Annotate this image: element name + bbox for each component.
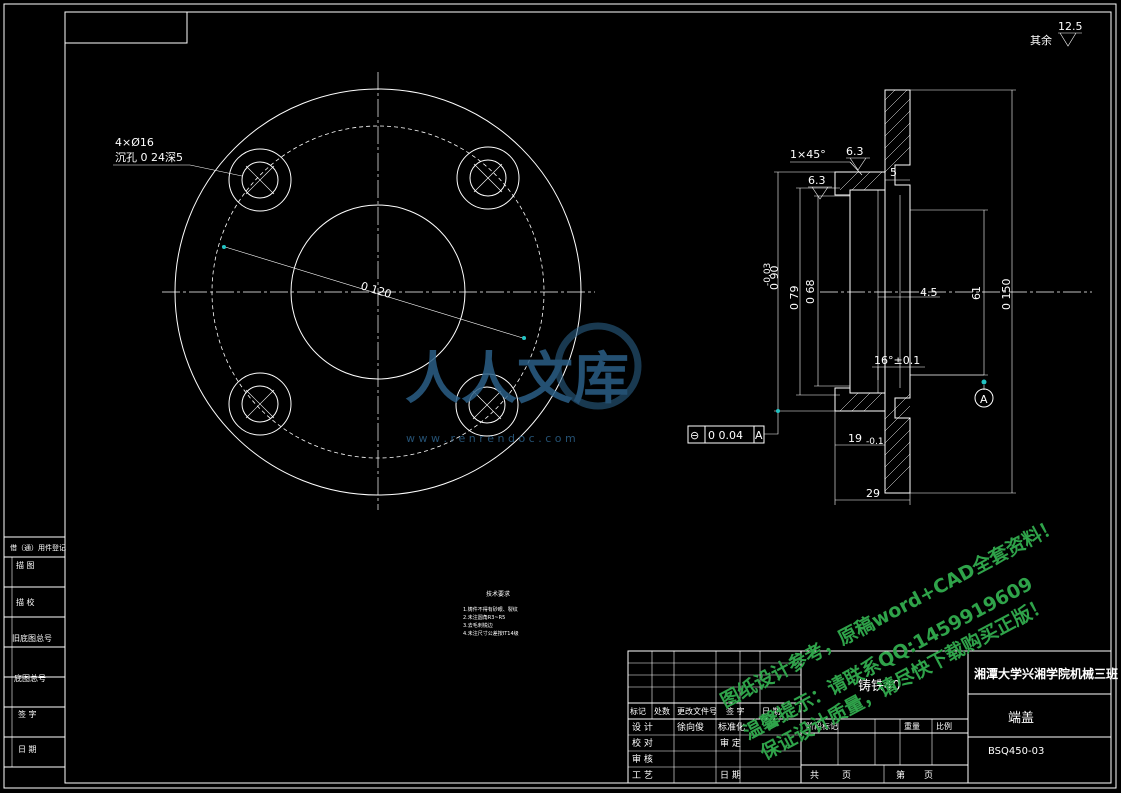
rough-top: 6.3 xyxy=(846,145,864,158)
tolerance-datum: A xyxy=(755,429,763,442)
spigot-top xyxy=(834,171,886,196)
pcd-arrow-right xyxy=(522,336,526,340)
bore-circle xyxy=(290,204,466,380)
designer-label: 设 计 xyxy=(632,721,653,733)
tech-item-2: 2.未注圆角R3~R5 xyxy=(463,614,505,621)
bolt-hole-tr xyxy=(456,146,520,210)
stage-label: 阶段标记 xyxy=(806,721,838,731)
bolt-hole-br xyxy=(455,373,519,437)
process-label: 工 艺 xyxy=(632,770,653,781)
school-name: 湘潭大学兴湘学院机械三班 xyxy=(974,666,1118,681)
part-name: 端盖 xyxy=(1008,711,1034,726)
row-label-3: 签 字 xyxy=(726,706,745,716)
title-block: 标记 处数 更改文件号 签 字 日 期 设 计 徐向俊 标准化 校 对 审 定 … xyxy=(627,650,1118,784)
strip-3: 旧底图总号 xyxy=(12,633,52,643)
top-left-box xyxy=(64,11,188,44)
datum-circle xyxy=(974,388,994,408)
bolt-circle xyxy=(211,125,545,459)
total-label: 共 xyxy=(810,770,819,781)
approve-label: 审 定 xyxy=(720,737,741,749)
dim-90-tol: -0.03 xyxy=(763,263,773,286)
date-label: 日 期 xyxy=(720,770,741,781)
hole-leader xyxy=(189,164,243,177)
sheet-unit: 页 xyxy=(924,770,933,781)
check-label: 校 对 xyxy=(632,737,653,749)
dim-19-tol: -0.1 xyxy=(866,437,884,447)
pcd-dim-line xyxy=(221,245,527,340)
drawing-number: BSQ450-03 xyxy=(988,746,1044,757)
dim-68: 0 68 xyxy=(804,280,817,305)
bolt-hole-tl xyxy=(228,148,292,212)
watermark-logo-text: 人人文库 xyxy=(405,347,629,412)
rough-left: 6.3 xyxy=(808,174,826,187)
row-label-0: 标记 xyxy=(630,706,646,716)
dim-79: 0 79 xyxy=(788,286,801,311)
tolerance-frame xyxy=(687,425,765,444)
spigot-bottom xyxy=(834,387,886,412)
chamfer-label: 1×45° xyxy=(790,148,826,161)
strip-0: 借（通）用件登记 xyxy=(10,543,66,552)
pcd-label: 0 120 xyxy=(359,279,393,301)
material: 铸铁40 xyxy=(858,678,901,694)
dim-16: 16°±0.1 xyxy=(874,354,920,367)
tech-requirements: 技术要求 1.铸件不得有砂眼、裂纹 2.未注圆角R3~R5 3.去毛刺锐边 4.… xyxy=(463,590,519,637)
hole-note-1: 4×Ø16 xyxy=(115,136,154,149)
roughness-value: 12.5 xyxy=(1058,20,1083,33)
tech-item-3: 3.去毛刺锐边 xyxy=(463,622,493,629)
dim-4-5: 4.5 xyxy=(920,286,938,299)
row-label-2: 更改文件号 xyxy=(677,706,717,716)
dim-150: 0 150 xyxy=(1000,279,1013,311)
bolt-hole-bl xyxy=(228,372,292,436)
tolerance-value: 0 0.04 xyxy=(708,429,743,442)
watermark-url: w w w . r e n r e n d o c . c o m xyxy=(406,432,576,445)
watermark-diagonal: 图纸设计参考，原稿word+CAD全套资料！ 温馨提示：请联系QQ:145991… xyxy=(717,514,1063,765)
section-view: 0 90 -0.03 0 79 0 68 61 0 150 4.5 1×45° … xyxy=(687,89,1092,505)
tolerance-symbol: ⊖ xyxy=(690,429,699,442)
left-strip: 借（通）用件登记 描 图 描 校 旧底图总号 底图总号 签 字 日 期 xyxy=(4,536,66,768)
plan-view: 0 120 4×Ø16 沉孔 0 24深5 xyxy=(113,72,595,510)
scale-label: 比例 xyxy=(936,721,952,731)
dim-19: 19 xyxy=(848,432,862,445)
strip-1: 描 图 xyxy=(16,560,35,570)
datum-label: A xyxy=(980,393,988,406)
dim-61: 61 xyxy=(970,286,983,300)
strip-4: 底图总号 xyxy=(14,673,46,683)
review-label: 审 核 xyxy=(632,753,653,765)
sheet-label: 第 xyxy=(896,769,905,781)
row-label-1: 处数 xyxy=(654,706,670,716)
outer-circle xyxy=(174,88,582,496)
dim-29: 29 xyxy=(866,487,880,500)
dim-5: 5 xyxy=(890,166,897,179)
roughness-symbol xyxy=(1058,32,1082,47)
tech-title: 技术要求 xyxy=(486,590,510,598)
weight-label: 重量 xyxy=(904,721,920,731)
dim-90: 0 90 xyxy=(768,266,781,291)
tech-item-4: 4.未注尺寸公差按IT14级 xyxy=(463,630,519,637)
watermark-logo: 人人文库 w w w . r e n r e n d o c . c o m xyxy=(405,322,642,445)
strip-2: 描 校 xyxy=(16,597,35,607)
row-label-4: 日 期 xyxy=(762,707,781,716)
std-label: 标准化 xyxy=(718,721,745,733)
designer-name: 徐向俊 xyxy=(677,721,704,733)
tech-item-1: 1.铸件不得有砂眼、裂纹 xyxy=(463,606,518,613)
strip-5: 签 字 xyxy=(18,709,37,719)
outer-frame xyxy=(3,3,1117,789)
total-unit: 页 xyxy=(842,770,851,781)
hole-note-2: 沉孔 0 24深5 xyxy=(115,151,183,164)
hatching xyxy=(839,89,911,492)
pcd-arrow-left xyxy=(222,245,226,249)
roughness-label: 其余 xyxy=(1030,33,1052,47)
strip-6: 日 期 xyxy=(18,745,37,754)
inner-frame xyxy=(64,11,1112,784)
